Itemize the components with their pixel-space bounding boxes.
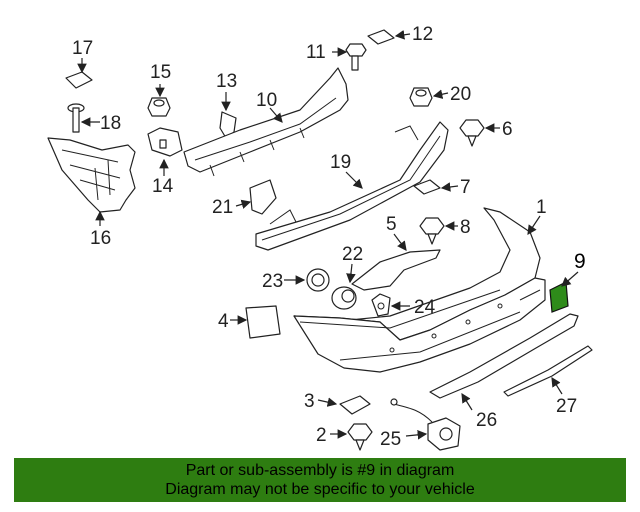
callout-1: 1 (536, 197, 547, 218)
callout-20: 20 (450, 84, 471, 105)
callout-23: 23 (262, 271, 283, 292)
callout-27: 27 (556, 396, 577, 417)
callout-10: 10 (256, 90, 277, 111)
part-23-ring (306, 268, 330, 292)
callout-11: 11 (306, 42, 326, 63)
part-15-nut (147, 97, 171, 117)
callout-16: 16 (90, 228, 111, 249)
part-14-clip (147, 127, 183, 157)
part-24-bracket (371, 293, 391, 317)
callout-3: 3 (304, 391, 315, 412)
callout-labels: 17 18 15 14 13 10 16 11 12 20 6 19 21 7 … (72, 24, 586, 450)
callout-14: 14 (152, 176, 174, 197)
part-9-highlighted (549, 281, 569, 313)
part-26-lower-trim (429, 313, 579, 399)
part-20-nut (409, 87, 433, 107)
callout-17: 17 (72, 38, 93, 59)
parts-diagram: 17 18 15 14 13 10 16 11 12 20 6 19 21 7 … (47, 24, 593, 451)
part-19-beam (255, 121, 449, 251)
info-banner: Part or sub-assembly is #9 in diagram Di… (14, 458, 626, 502)
callout-22: 22 (342, 244, 363, 265)
part-18-bolt (67, 103, 85, 133)
part-2-bolt (347, 423, 373, 451)
part-11-bolt (345, 43, 367, 71)
callout-7: 7 (460, 177, 471, 198)
part-7-pad (413, 179, 441, 195)
part-22-sensor (331, 286, 357, 310)
callout-9-highlighted: 9 (574, 250, 586, 273)
part-1-bumper-cover (293, 207, 546, 373)
callout-8: 8 (460, 217, 471, 238)
banner-line-1: Part or sub-assembly is #9 in diagram (185, 462, 455, 479)
part-16-bracket (47, 137, 136, 213)
part-8-bolt (419, 217, 445, 245)
leader-lines (77, 30, 579, 440)
part-21-cover (249, 179, 277, 215)
part-25-camera (390, 398, 461, 451)
callout-5: 5 (386, 214, 397, 235)
part-10-rail (183, 67, 349, 177)
part-27-strip (503, 345, 593, 397)
callout-19: 19 (330, 152, 351, 173)
callout-2: 2 (316, 425, 327, 446)
callout-24: 24 (414, 297, 436, 318)
callout-25: 25 (380, 429, 401, 450)
part-5-reinforcement (351, 249, 441, 291)
callout-6: 6 (502, 119, 513, 140)
part-6-bolt (459, 119, 485, 147)
callout-18: 18 (100, 113, 121, 134)
callout-4: 4 (218, 311, 229, 332)
banner-line-2: Diagram may not be specific to your vehi… (165, 481, 475, 498)
callout-13: 13 (216, 71, 237, 92)
callout-15: 15 (150, 62, 171, 83)
part-12-pad (367, 29, 395, 45)
callout-26: 26 (476, 410, 497, 431)
callout-21: 21 (212, 197, 233, 218)
part-3-pad (339, 395, 371, 415)
part-17-pad (65, 71, 93, 89)
callout-12: 12 (412, 24, 433, 45)
part-4-plate (245, 305, 281, 339)
